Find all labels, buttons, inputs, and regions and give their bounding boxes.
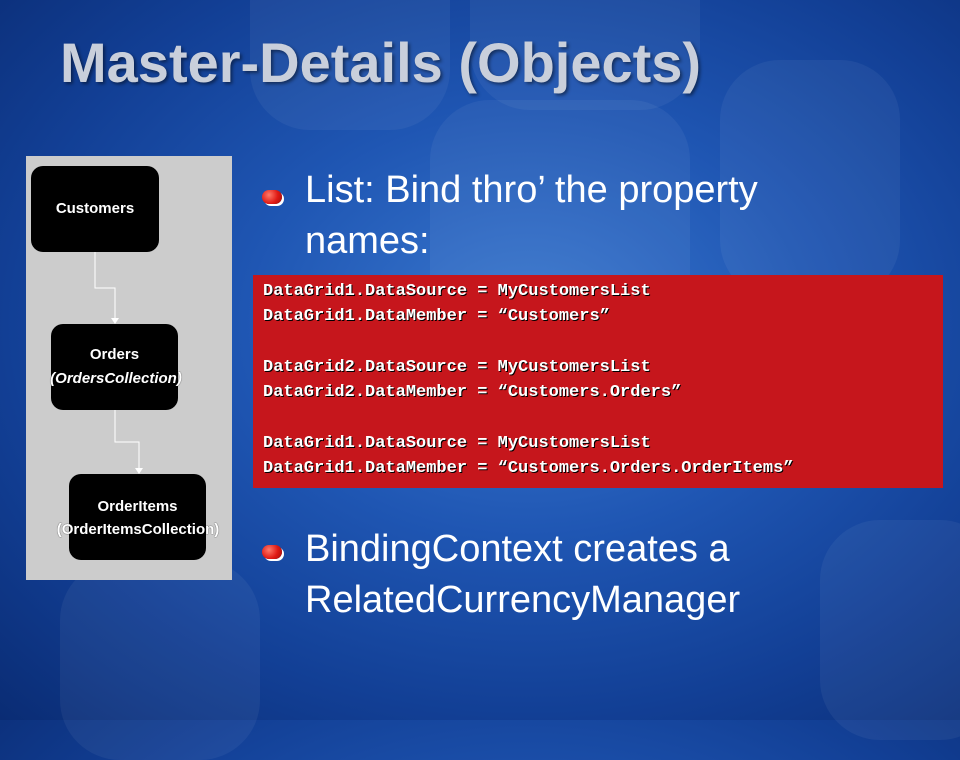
bullet-icon (262, 545, 282, 559)
orderitems-node (69, 474, 206, 560)
slide-title: Master-Details (Objects) (60, 31, 702, 94)
background-shape (250, 0, 450, 130)
orders-node (51, 324, 178, 410)
customers-node (31, 166, 159, 252)
code-line: DataGrid1.DataSource = MyCustomersList (263, 282, 651, 301)
bullet-text-2-line1: BindingContext creates a (305, 528, 730, 570)
bullet-text-1-line1: List: Bind thro’ the property (305, 169, 758, 211)
code-line: DataGrid2.DataMember = “Customers.Orders… (263, 383, 682, 402)
hierarchy-diagram: Customers Orders (OrdersCollection) Orde… (26, 156, 232, 580)
orders-collection-label: (OrdersCollection) (50, 370, 182, 387)
code-line: DataGrid1.DataMember = “Customers.Orders… (263, 459, 794, 478)
connector-orders-orderitems (114, 410, 140, 472)
connector-customers-orders (94, 252, 116, 322)
arrowhead-icon (135, 468, 143, 474)
background-shape (60, 560, 260, 760)
diagram-connectors (94, 252, 143, 474)
code-block: DataGrid1.DataSource = MyCustomersList D… (253, 275, 943, 488)
bullet-text-1-line2: names: (305, 220, 430, 262)
background-shape (820, 520, 960, 740)
arrowhead-icon (111, 318, 119, 324)
orderitems-label: OrderItems (97, 498, 178, 515)
background-shape (470, 0, 700, 110)
orders-label: Orders (89, 346, 140, 363)
code-line: DataGrid2.DataSource = MyCustomersList (263, 358, 651, 377)
orderitems-collection-label: (OrderItemsCollection) (56, 521, 220, 538)
code-line: DataGrid1.DataMember = “Customers” (263, 307, 610, 326)
background-shape (720, 60, 900, 300)
customers-label: Customers (55, 200, 135, 217)
bullet-text-2-line2: RelatedCurrencyManager (305, 579, 741, 621)
code-line: DataGrid1.DataSource = MyCustomersList (263, 434, 651, 453)
bullet-icon (262, 190, 282, 204)
